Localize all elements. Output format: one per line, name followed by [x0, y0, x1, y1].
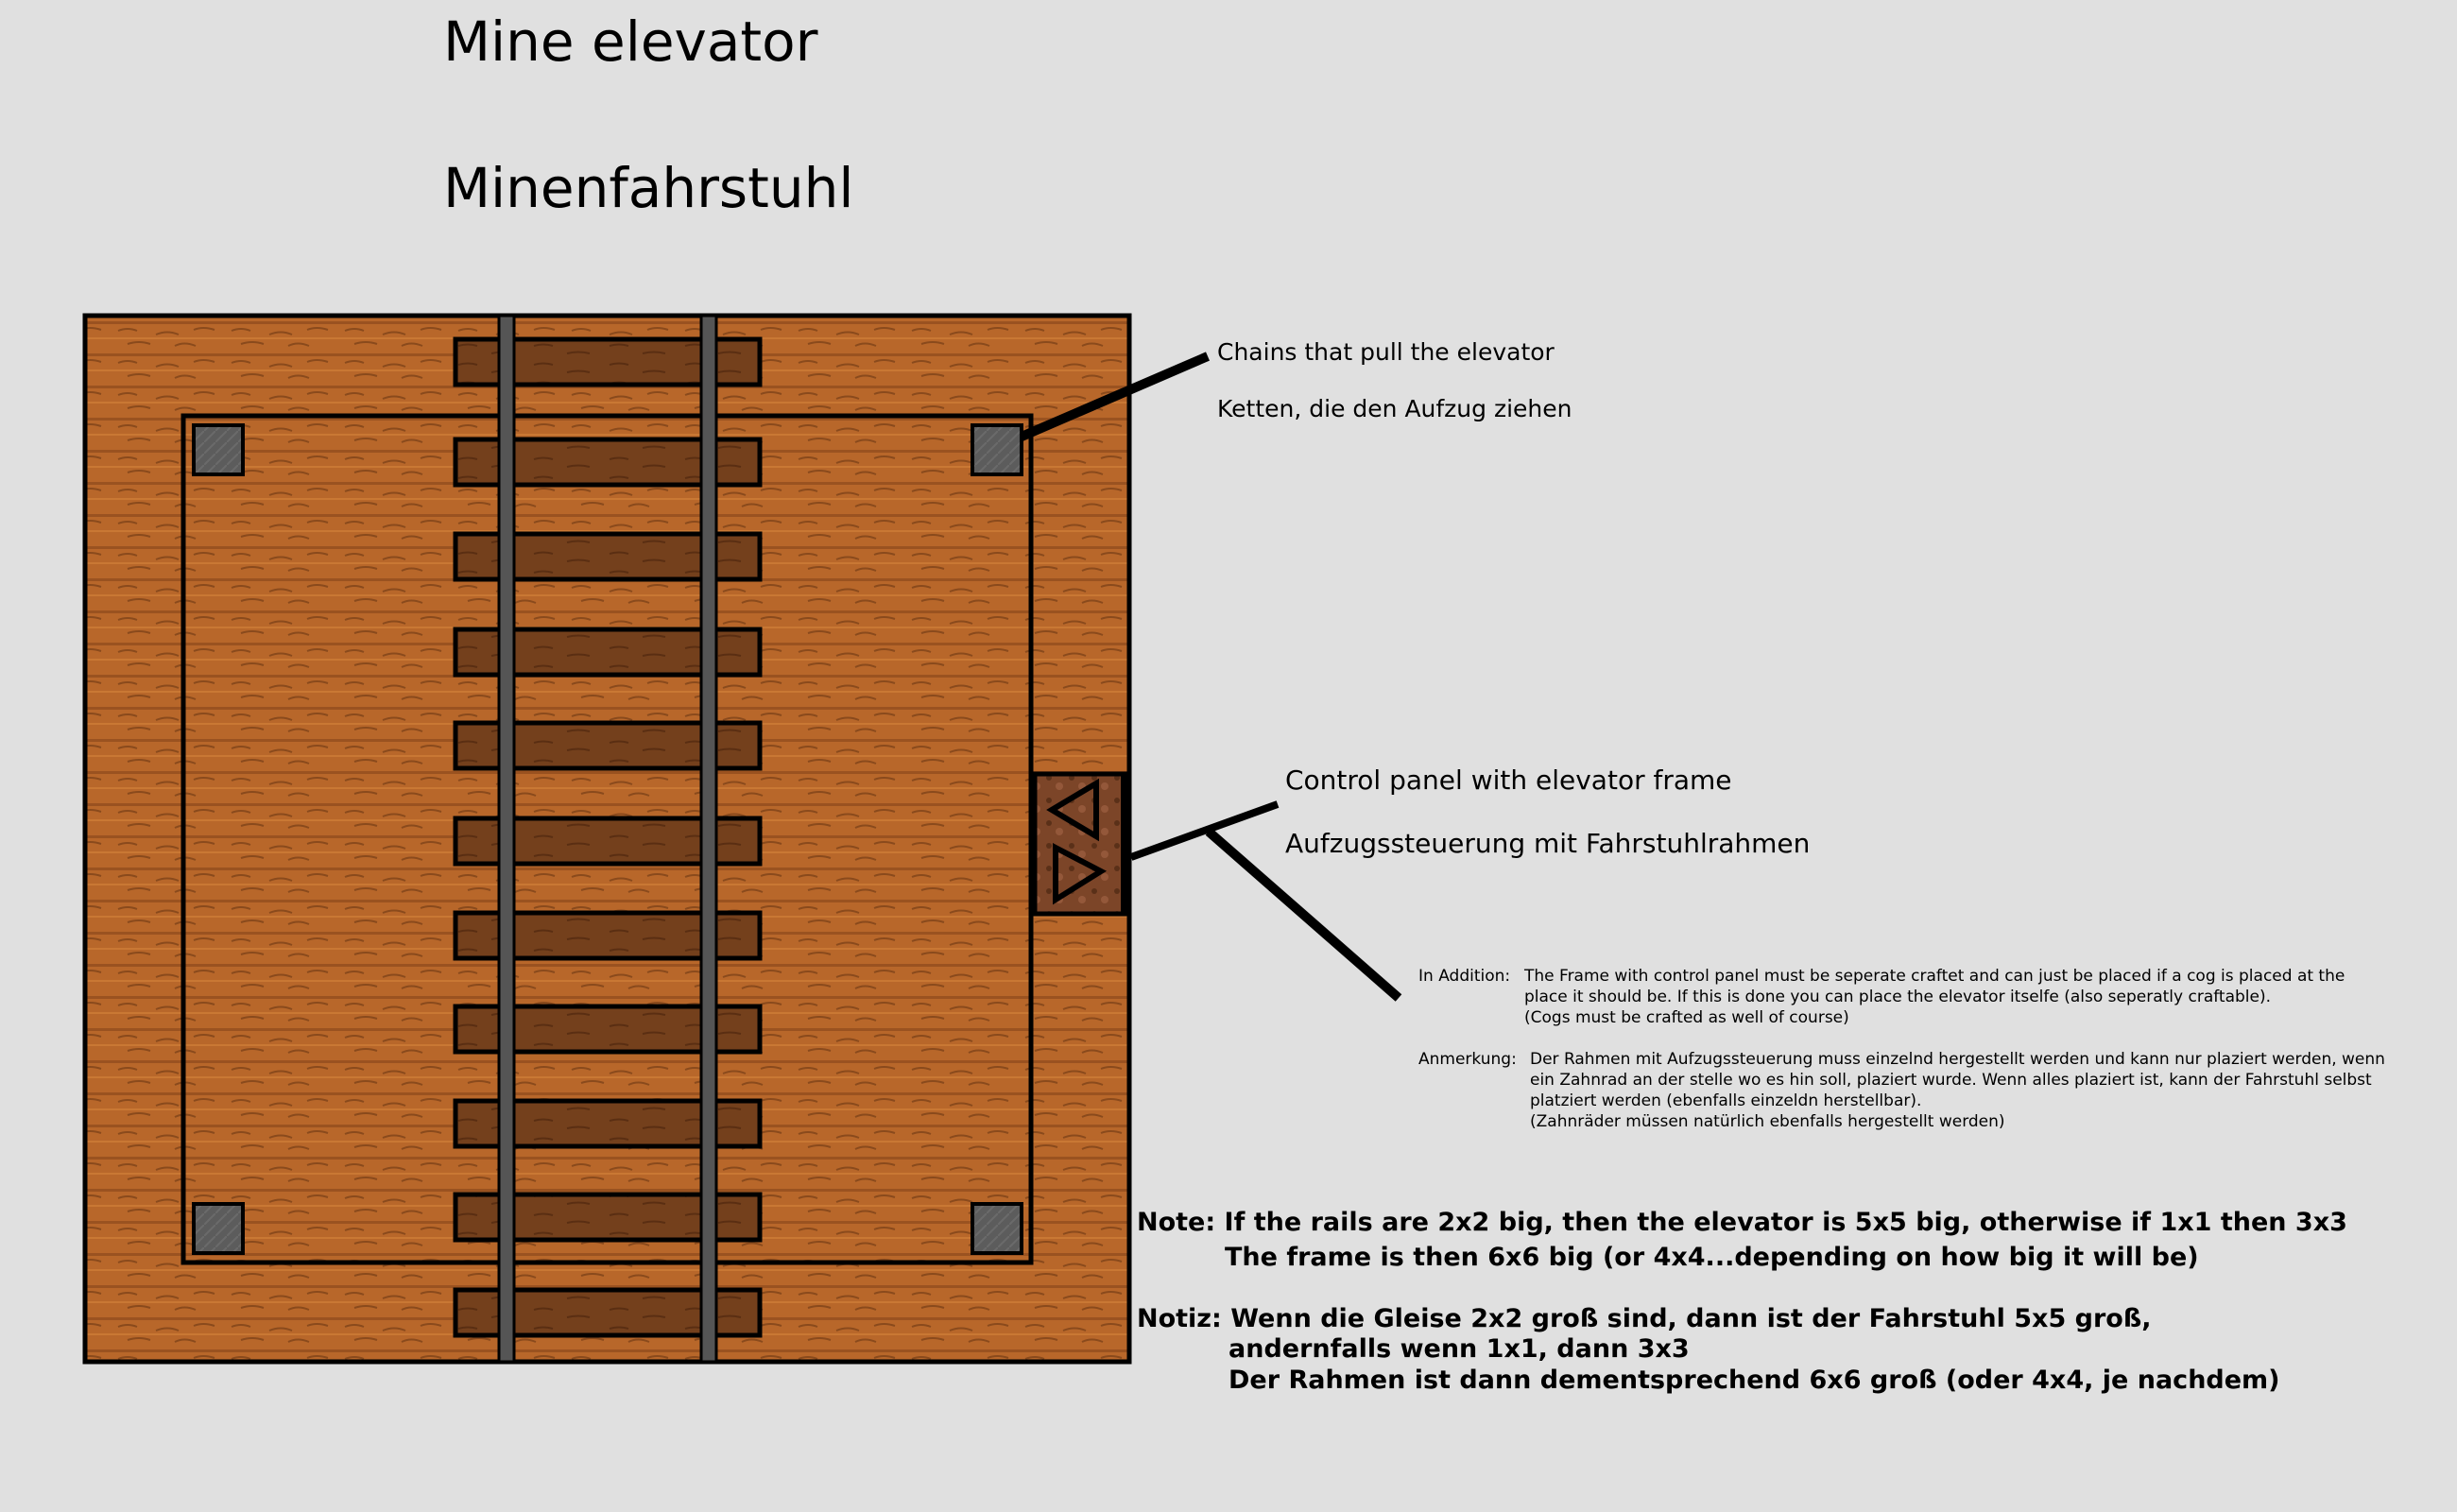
title-en: Mine elevator: [443, 9, 818, 74]
anmerkung-line: Der Rahmen mit Aufzugssteuerung muss ein…: [1530, 1050, 2385, 1069]
chains-pointer: [1020, 352, 1210, 441]
notiz-line-3: Der Rahmen ist dann dementsprechend 6x6 …: [1228, 1366, 2280, 1395]
notiz-line-1: Notiz: Wenn die Gleise 2x2 groß sind, da…: [1137, 1304, 2152, 1333]
addition-key: In Addition:: [1418, 967, 1511, 986]
addition-note: In Addition: The Frame with control pane…: [1418, 966, 2448, 1032]
note-line-1: Note: If the rails are 2x2 big, then the…: [1137, 1208, 2347, 1237]
panel-label-de: Aufzugssteuerung mit Fahrstuhlrahmen: [1285, 828, 1811, 859]
arrow-down-icon: [1053, 843, 1108, 905]
anmerkung-line: (Zahnräder müssen natürlich ebenfalls he…: [1530, 1112, 2005, 1131]
rail-left: [497, 314, 516, 1364]
note-line-2: The frame is then 6x6 big (or 4x4...depe…: [1225, 1243, 2199, 1272]
anmerkung-line: ein Zahnrad an der stelle wo es hin soll…: [1530, 1071, 2372, 1090]
anmerkung-key: Anmerkung:: [1418, 1050, 1517, 1069]
chains-label-de: Ketten, die den Aufzug ziehen: [1217, 395, 1572, 422]
panel-label-en: Control panel with elevator frame: [1285, 765, 1732, 796]
addition-line: (Cogs must be crafted as well of course): [1524, 1008, 1849, 1027]
notiz-line-2: andernfalls wenn 1x1, dann 3x3: [1228, 1334, 1690, 1364]
control-panel: [1032, 771, 1130, 917]
chains-label-en: Chains that pull the elevator: [1217, 338, 1555, 366]
addition-pointer: [1205, 828, 1402, 1002]
arrow-up-icon: [1046, 778, 1099, 842]
rail-right: [699, 314, 718, 1364]
anmerkung-note: Anmerkung: Der Rahmen mit Aufzugssteueru…: [1418, 1049, 2448, 1136]
addition-line: The Frame with control panel must be sep…: [1524, 967, 2345, 986]
chain-cog-bottom-right: [971, 1202, 1023, 1255]
elevator-frame: [180, 413, 1034, 1265]
chain-cog-top-right: [971, 423, 1023, 476]
panel-pointer: [1129, 800, 1280, 861]
anmerkung-line: platziert werden (ebenfalls einzeldn her…: [1530, 1091, 1922, 1110]
chain-cog-bottom-left: [192, 1202, 245, 1255]
chain-cog-top-left: [192, 423, 245, 476]
title-de: Minenfahrstuhl: [443, 156, 854, 220]
addition-line: place it should be. If this is done you …: [1524, 988, 2272, 1006]
